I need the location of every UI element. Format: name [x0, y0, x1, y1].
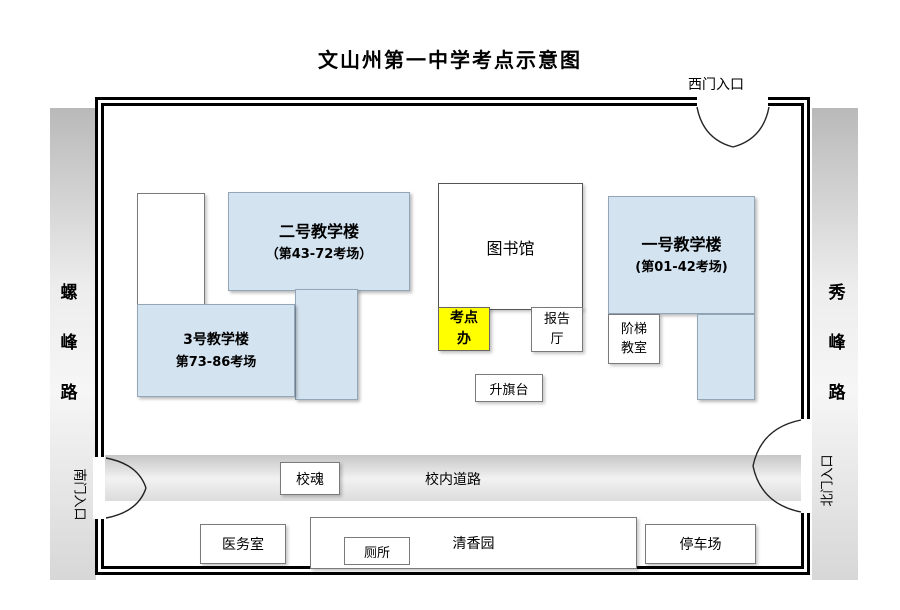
- campus-road: [105, 455, 801, 501]
- west-gate-gap: [697, 95, 768, 108]
- south-gate-doors-icon: [105, 457, 147, 519]
- page-title: 文山州第一中学考点示意图: [318, 48, 582, 72]
- building-annex-left: [295, 289, 358, 400]
- toilet-label: 厕所: [363, 545, 390, 561]
- flag-platform: 升旗台: [475, 374, 543, 402]
- west-gate-doors-icon: [696, 106, 770, 148]
- exam-office-label: 考点办: [450, 310, 478, 347]
- building-1-name: 一号教学楼: [641, 235, 722, 255]
- exam-office: 考点办: [438, 307, 490, 351]
- west-gate-label: 西门入口: [688, 77, 744, 93]
- south-gate-gap: [93, 457, 106, 519]
- building-2-rooms: （第43-72考场）: [265, 246, 373, 262]
- left-road-name: 螺峰路: [60, 283, 78, 403]
- right-road-name: 秀峰路: [828, 283, 846, 403]
- library: 图书馆: [438, 183, 583, 310]
- toilet: 厕所: [344, 537, 410, 565]
- school-monument: 校魂: [280, 462, 340, 495]
- medical-room: 医务室: [200, 524, 286, 564]
- building-2-name: 二号教学楼: [278, 221, 359, 241]
- right-road: [812, 108, 858, 580]
- stair-classroom: 阶梯教室: [608, 314, 660, 364]
- lecture-hall: 报告厅: [531, 307, 583, 352]
- building-annex-right: [697, 314, 755, 400]
- garden-label: 清香园: [452, 536, 495, 552]
- building-3: 3号教学楼 第73-86考场: [137, 304, 295, 397]
- campus-road-label: 校内道路: [425, 472, 481, 488]
- left-road: [50, 108, 96, 580]
- parking-lot: 停车场: [645, 524, 756, 564]
- building-1: 一号教学楼 (第01-42考场): [608, 196, 755, 314]
- medical-room-label: 医务室: [222, 537, 264, 553]
- library-label: 图书馆: [486, 238, 535, 258]
- building-3-rooms: 第73-86考场: [175, 354, 257, 370]
- school-monument-label: 校魂: [296, 471, 324, 488]
- lecture-hall-label: 报告厅: [543, 312, 570, 347]
- unlabeled-building: [137, 193, 205, 305]
- parking-lot-label: 停车场: [679, 537, 722, 553]
- south-gate-label: 南门入口: [71, 468, 87, 521]
- flag-platform-label: 升旗台: [489, 382, 529, 398]
- north-gate-doors-icon: [752, 419, 802, 513]
- building-1-rooms: (第01-42考场): [635, 260, 728, 276]
- north-gate-gap: [799, 419, 812, 513]
- north-gate-label: 北门入口: [820, 454, 836, 507]
- building-2: 二号教学楼 （第43-72考场）: [228, 192, 410, 291]
- stair-classroom-label: 阶梯教室: [620, 321, 647, 357]
- building-3-name: 3号教学楼: [183, 331, 249, 348]
